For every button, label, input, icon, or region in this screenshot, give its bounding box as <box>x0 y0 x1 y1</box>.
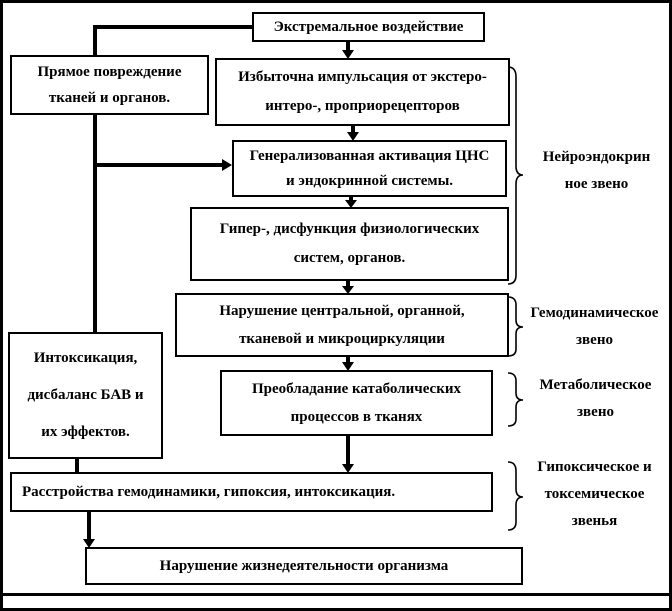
box-cns-activation: Генерализованная активация ЦНС и эндокри… <box>232 140 507 197</box>
box-direct-damage: Прямое повреждение тканей и органов. <box>10 55 209 115</box>
box-hemodynamic-disorders: Расстройства гемодинамики, гипоксия, инт… <box>10 472 493 512</box>
box-excess-impulses: Избыточна импульсация от экстеро- интеро… <box>215 58 510 126</box>
box-extreme-impact: Экстремальное воздействие <box>252 12 485 42</box>
label-metabolic-link: Метаболическое звено <box>539 377 652 420</box>
bottom-divider <box>3 593 669 596</box>
brace-metabolic <box>507 372 524 427</box>
brace-neuroendocrine <box>507 66 524 285</box>
box-vital-activity-disruption: Нарушение жизнедеятельности организма <box>85 547 523 585</box>
box-hyper-dysfunction: Гипер-, дисфункция физиологических систе… <box>190 207 509 281</box>
label-neuroendocrine-link: Нейроэндокрин ное звено <box>542 149 651 192</box>
arrow-top-to-direct-damage <box>93 25 252 55</box>
box-catabolic-processes: Преобладание катаболических процессов в … <box>220 370 493 436</box>
box-intoxication: Интоксикация, дисбаланс БАВ и их эффекто… <box>8 332 163 459</box>
label-hemodynamic-link: Гемодинамическое звено <box>530 305 659 348</box>
label-hypoxic-toxemic-links: Гипоксическое и токсемическое звенья <box>537 459 652 529</box>
arrowhead-branch-to-cns <box>222 159 232 171</box>
box-circulation-disruption: Нарушение центральной, органной, тканево… <box>175 293 509 357</box>
